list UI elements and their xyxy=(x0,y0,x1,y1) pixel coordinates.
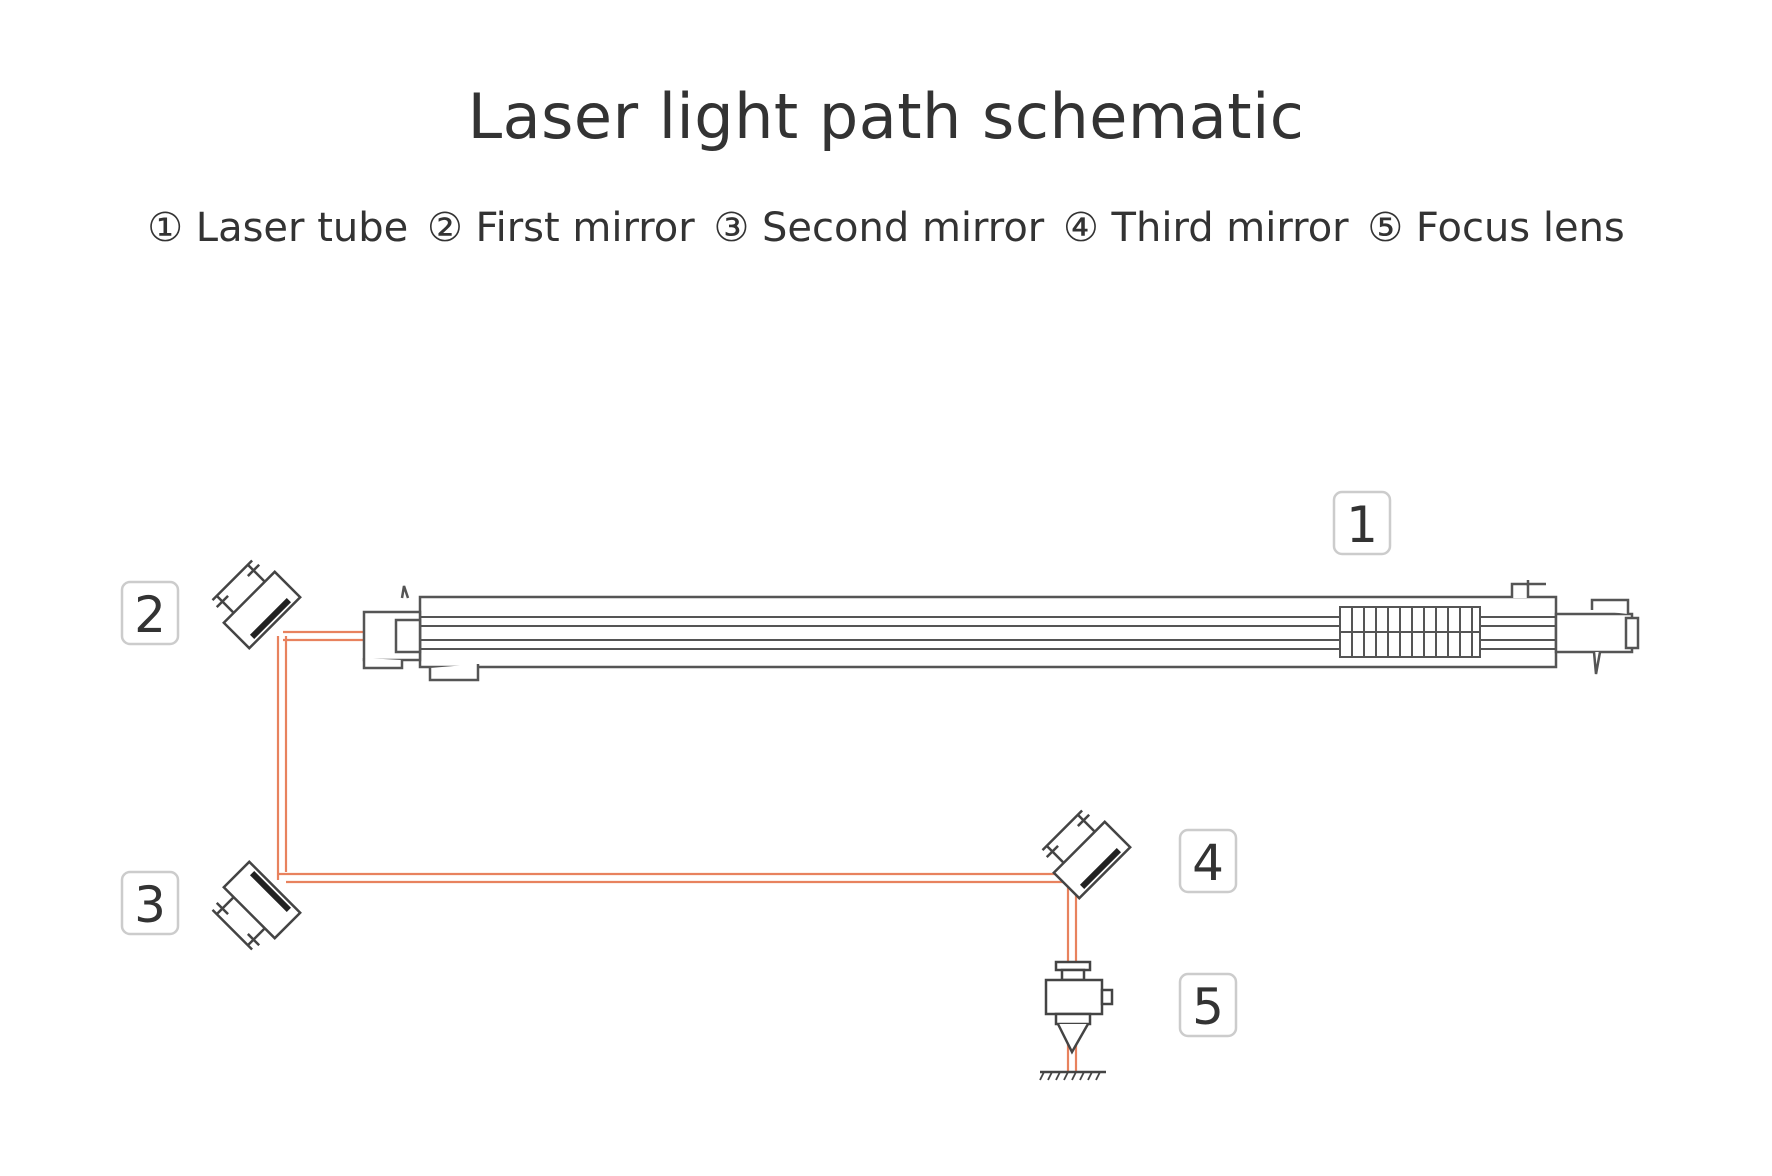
tag-5: 5 xyxy=(1178,972,1238,1038)
svg-text:4: 4 xyxy=(1192,834,1224,892)
legend-item-second-mirror: ③ Second mirror xyxy=(713,205,1045,251)
work-surface-hatching xyxy=(1039,1071,1101,1081)
first-mirror xyxy=(211,559,302,650)
laser-beam xyxy=(276,630,1078,1072)
diagram-title: Laser light path schematic xyxy=(467,80,1305,153)
third-mirror xyxy=(1041,809,1132,900)
legend-item-third-mirror: ④ Third mirror xyxy=(1062,205,1349,251)
svg-text:5: 5 xyxy=(1192,978,1224,1036)
tag-3: 3 xyxy=(120,870,180,936)
tag-2: 2 xyxy=(120,580,180,646)
legend-item-focus-lens: ⑤ Focus lens xyxy=(1367,205,1625,251)
svg-text:2: 2 xyxy=(134,586,166,644)
tag-1: 1 xyxy=(1332,490,1392,556)
tube-coil xyxy=(1339,606,1481,658)
tag-4: 4 xyxy=(1178,828,1238,894)
svg-text:3: 3 xyxy=(134,876,166,934)
legend-item-laser-tube: ① Laser tube xyxy=(147,205,409,251)
focus-lens xyxy=(1039,960,1114,1081)
laser-tube xyxy=(362,580,1640,682)
legend-item-first-mirror: ② First mirror xyxy=(426,205,695,251)
svg-text:1: 1 xyxy=(1346,496,1378,554)
second-mirror xyxy=(211,860,302,951)
component-legend: ① Laser tube ② First mirror ③ Second mir… xyxy=(0,205,1772,251)
